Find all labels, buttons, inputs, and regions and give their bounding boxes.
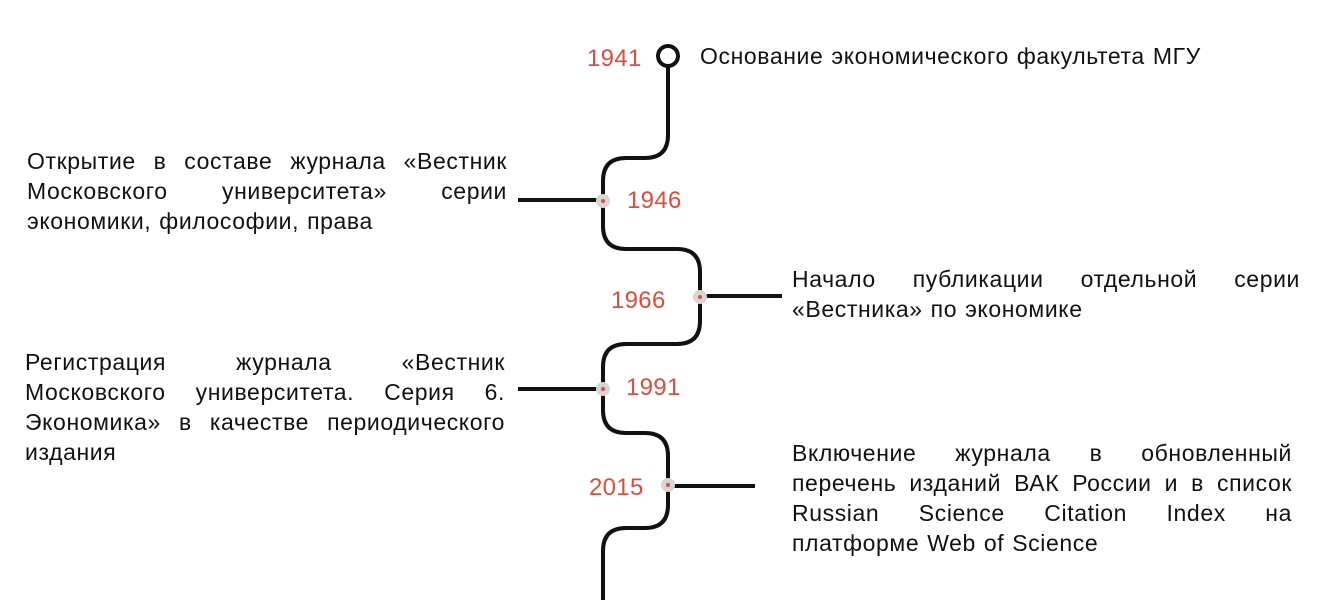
event-2015-description: Включение журнала в обновленный перечень… — [792, 440, 1292, 556]
year-1946: 1946 — [627, 187, 682, 214]
event-1991-description: Регистрация журнала «Вестник Московского… — [25, 349, 505, 465]
event-1941-description: Основание экономического факультета МГУ — [700, 43, 1201, 69]
node-1941-circle — [656, 44, 680, 68]
node-2015 — [661, 478, 675, 492]
timeline-path — [601, 66, 702, 600]
year-1966: 1966 — [611, 287, 666, 314]
year-1941: 1941 — [587, 45, 642, 72]
year-1991: 1991 — [626, 374, 681, 401]
node-1946 — [596, 194, 610, 208]
year-2015: 2015 — [589, 474, 644, 501]
event-1946-description: Открытие в составе журнала «Вестник Моск… — [27, 148, 507, 234]
event-1966-description: Начало публикации отдельной серии «Вестн… — [792, 266, 1300, 322]
node-1991 — [596, 382, 610, 396]
node-1966 — [693, 290, 707, 304]
